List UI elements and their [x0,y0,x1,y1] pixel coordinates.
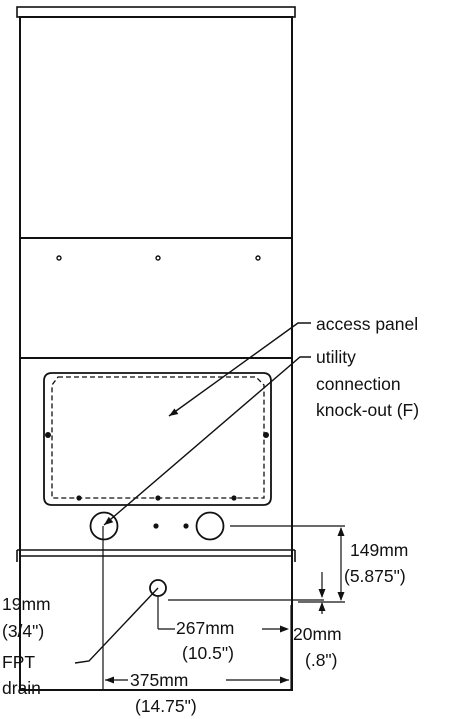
screw-hole [155,255,161,261]
cabinet-outline [19,16,293,691]
label-267mm: 267mm [176,618,234,638]
dimension-lines [102,525,345,690]
access-panel-cover-dashed [51,376,265,499]
arrow-head [337,592,345,601]
arrow-head [104,516,114,525]
screw-dot [155,495,161,501]
utility-knockout [89,511,119,541]
screw-dot [45,432,51,438]
label-utility-3: knock-out (F) [316,400,419,420]
access-panel-frame [43,372,272,506]
arrow-head [318,602,326,611]
label-267in: (10.5") [182,643,234,663]
label-375in: (14.75") [135,696,197,716]
label-20in: (.8") [305,650,337,670]
hole-dot [183,523,189,529]
leader-arrows [104,408,179,525]
utility-knockout-leader [103,356,311,526]
label-375mm: 375mm [130,670,188,690]
cabinet-lid [16,6,296,18]
labels: access panel utility connection knock-ou… [2,314,419,716]
arrow-head [337,527,345,536]
arrow-head [105,676,114,684]
hole-dot [153,523,159,529]
label-drain-2: (3/4") [2,621,44,641]
arrow-head [280,625,289,633]
screw-hole [56,255,62,261]
leader-lines [74,322,311,664]
label-utility-1: utility [316,347,356,367]
screw-dot [76,495,82,501]
upper-screws [56,255,261,261]
arrow-head [318,589,326,598]
screw-dot [263,432,269,438]
cabinet [16,6,296,691]
label-drain-3: FPT [2,652,35,672]
access-panel [43,372,272,506]
knockout-right [195,511,225,541]
label-149in: (5.875") [344,566,406,586]
label-drain-4: drain [2,678,41,698]
base-dots [153,523,189,529]
label-utility-2: connection [316,374,401,394]
arrow-head [280,676,289,684]
access-panel-screws [45,432,269,501]
label-drain-1: 19mm [2,594,51,614]
screw-hole [255,255,261,261]
arrow-head [169,408,179,416]
access-panel-leader [168,322,311,417]
screw-dot [231,495,237,501]
drain-leader [74,587,159,664]
label-access-panel: access panel [316,314,418,334]
dimension-arrows [105,527,345,684]
label-20mm: 20mm [293,624,342,644]
label-149mm: 149mm [350,540,408,560]
